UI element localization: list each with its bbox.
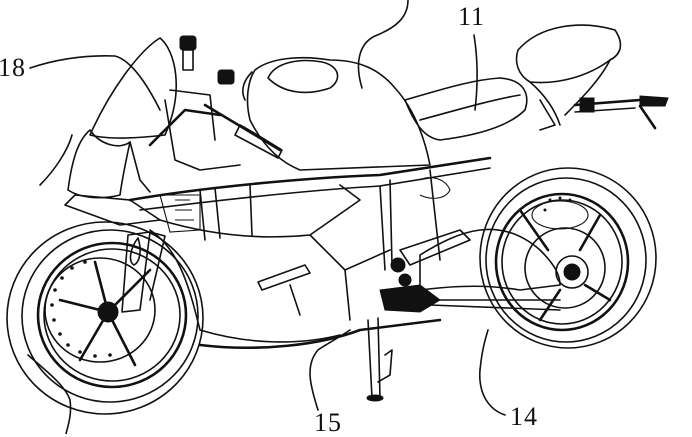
leader-15 xyxy=(309,329,351,411)
frame-and-body xyxy=(128,156,492,349)
reference-label-14: 14 xyxy=(510,402,538,431)
reference-label-11: 11 xyxy=(458,2,486,31)
rear-light-bracket xyxy=(573,95,669,130)
rear-wheel xyxy=(479,167,657,349)
leader-top xyxy=(357,0,409,89)
reference-label-18: 18 xyxy=(0,53,26,82)
leader-11 xyxy=(473,34,478,111)
side-stand xyxy=(366,317,393,402)
front-wheel xyxy=(6,221,204,415)
engine-detail xyxy=(159,177,451,313)
footpeg xyxy=(257,229,471,316)
leader-lines xyxy=(27,0,506,434)
leader-18 xyxy=(29,55,161,111)
fuel-tank xyxy=(242,56,431,171)
seat xyxy=(404,77,528,141)
reference-label-15: 15 xyxy=(314,408,342,437)
leader-bottom-left xyxy=(27,354,72,434)
tail-section xyxy=(515,24,622,131)
leader-14 xyxy=(479,329,506,416)
swing-arm xyxy=(419,228,561,311)
handlebars xyxy=(148,35,283,171)
